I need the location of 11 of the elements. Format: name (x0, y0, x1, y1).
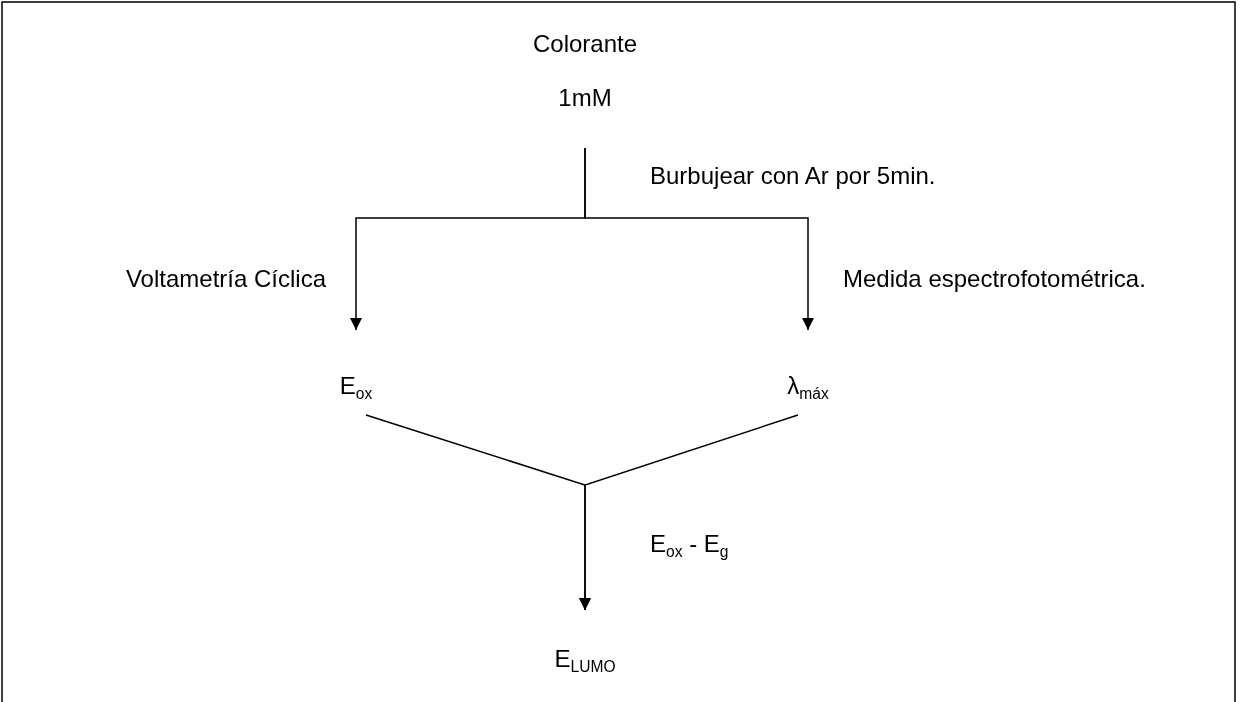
node-sublabel: 1mM (557, 84, 613, 112)
edge-label: Medida espectrofotométrica. (843, 265, 1146, 293)
edge-label: Voltametría Cíclica (125, 265, 326, 293)
annotation-label: E$_{ox}$ - E$_{g}$ (650, 530, 729, 561)
node-label: E$_{ox}$ (338, 372, 374, 403)
annotation-label: Burbujear con Ar por 5min. (650, 162, 936, 190)
arrow (584, 147, 814, 331)
node-label: Colorante (531, 30, 639, 58)
node-label: E$_{LUMO}$ (553, 645, 617, 676)
arrow (579, 414, 799, 611)
node-label: λ$_{máx}$ (786, 372, 830, 403)
